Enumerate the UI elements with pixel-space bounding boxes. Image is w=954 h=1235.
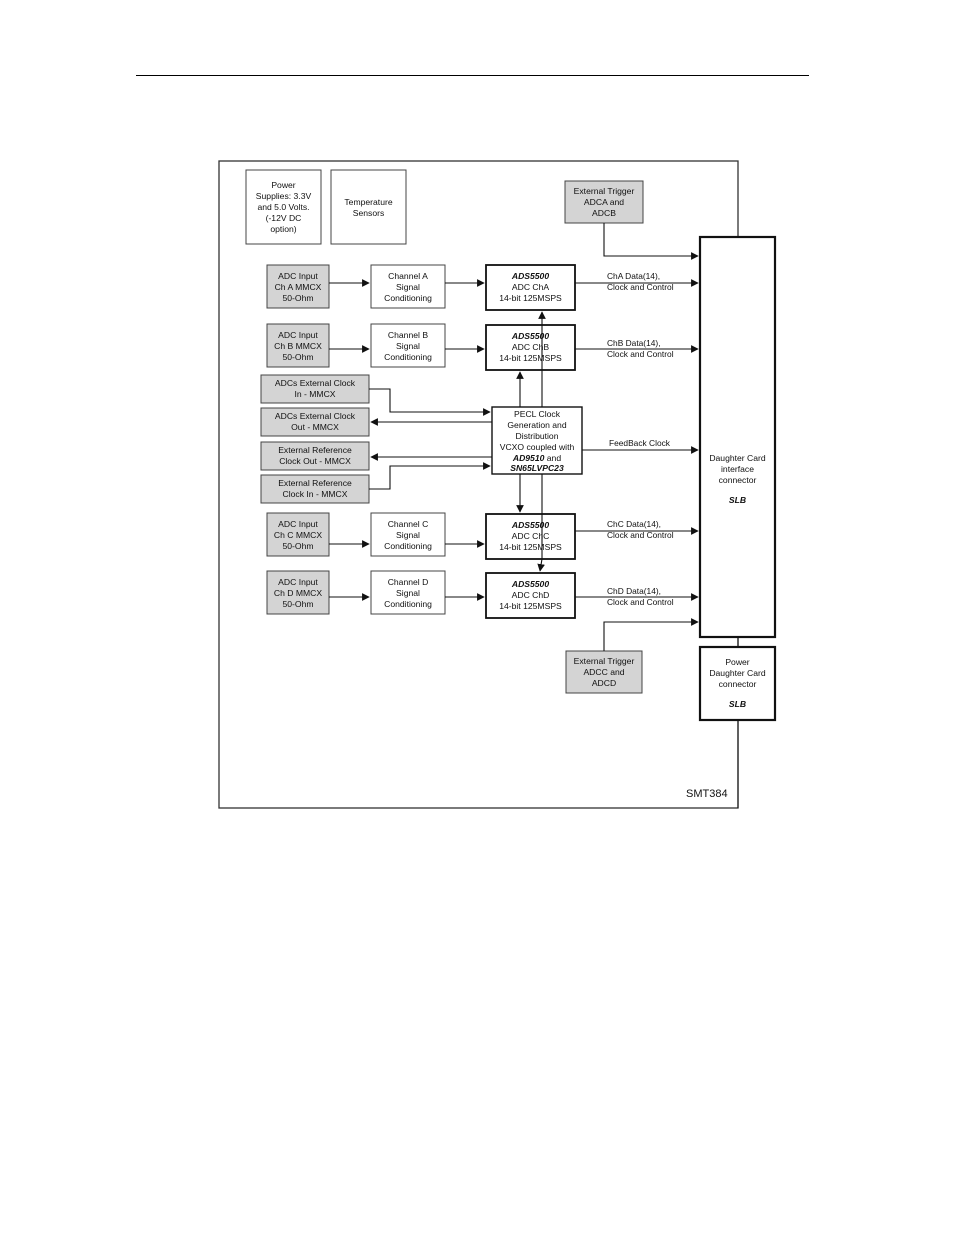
arrow-ext-clock-in	[369, 388, 491, 416]
signal-label-chc: ChC Data(14),Clock and Control	[607, 519, 674, 540]
signal-label-cha: ChA Data(14),Clock and Control	[607, 271, 674, 292]
header-rule	[136, 75, 809, 76]
svg-text:ADS5500: ADS5500	[511, 520, 549, 530]
connections	[329, 223, 739, 808]
svg-text:ADS5500: ADS5500	[511, 331, 549, 341]
arrow-trigger-ab	[603, 223, 699, 260]
svg-text:ADS5500: ADS5500	[511, 579, 549, 589]
arrow-ext-ref-in	[369, 462, 491, 490]
svg-text:ADS5500: ADS5500	[511, 271, 549, 281]
signal-label-chd: ChD Data(14),Clock and Control	[607, 586, 674, 607]
signal-label-feedback: FeedBack Clock	[609, 438, 671, 448]
svg-text:SLB: SLB	[729, 495, 746, 505]
svg-text:SLB: SLB	[729, 699, 746, 709]
arrow-trigger-cd	[603, 618, 699, 651]
signal-label-chb: ChB Data(14),Clock and Control	[607, 338, 674, 359]
svg-text:SN65LVPC23: SN65LVPC23	[510, 463, 564, 473]
arrow-clock-to-d	[537, 474, 545, 572]
svg-text:AD9510 and: AD9510 and	[512, 453, 561, 463]
board-label: SMT384	[686, 788, 728, 800]
